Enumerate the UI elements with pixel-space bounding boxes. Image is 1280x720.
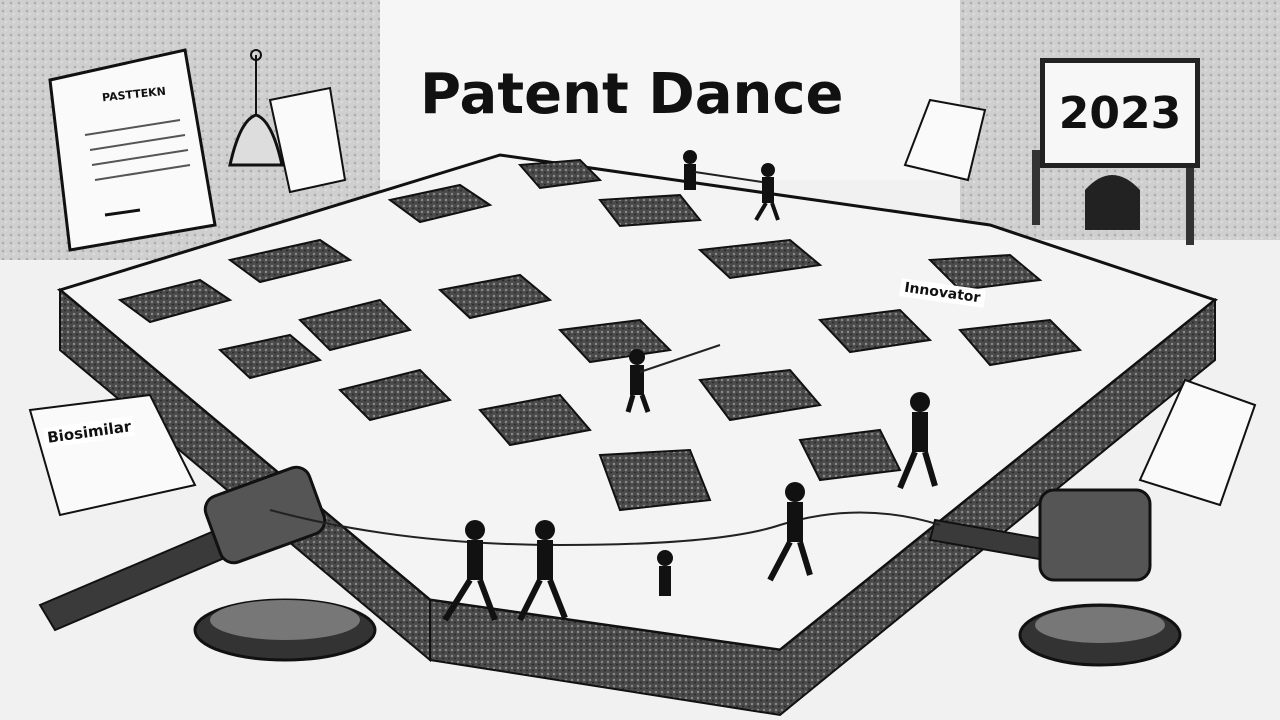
page-title: Patent Dance <box>420 62 844 127</box>
figure <box>657 550 673 596</box>
year-sign: 2023 <box>1040 58 1200 168</box>
patent-document <box>50 50 215 250</box>
figure <box>683 150 697 190</box>
sign-post-left <box>1032 150 1040 225</box>
archway <box>1085 175 1140 230</box>
